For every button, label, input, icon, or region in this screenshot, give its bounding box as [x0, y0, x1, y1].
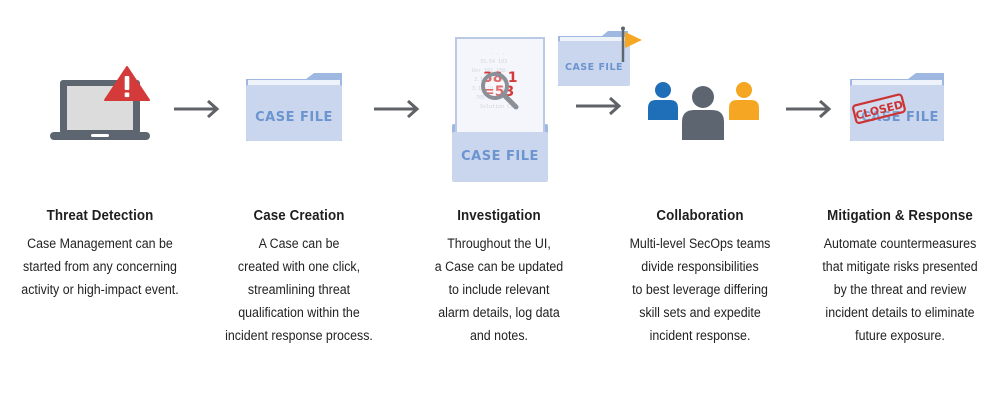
warning-icon — [104, 66, 150, 101]
step-description: Throughout the UI, a Case can be updated… — [407, 232, 591, 347]
step-title: Collaboration — [656, 208, 744, 224]
folder-label: CASE FILE — [861, 110, 939, 125]
arrow-right-icon — [174, 99, 220, 119]
description-line: by the threat and review — [833, 282, 967, 297]
arrow-right-icon — [374, 99, 420, 119]
step-title: Investigation — [457, 208, 541, 224]
description-line: streamlining threat — [247, 282, 351, 297]
description-line: skill sets and expedite — [639, 305, 761, 320]
folder-label: CASE FILE — [565, 62, 623, 73]
description-line: future exposure. — [855, 328, 945, 343]
step-title: Threat Detection — [46, 208, 154, 224]
description-line: that mitigate risks presented — [822, 259, 978, 274]
description-line: incident response. — [649, 328, 751, 343]
folder-label: CASE FILE — [461, 149, 539, 164]
team-users-icon — [648, 82, 759, 140]
svg-text:3.10 10.1 Tr: 3.10 10.1 Tr — [472, 86, 508, 92]
step-description: Automate countermeasures that mitigate r… — [808, 232, 992, 347]
description-line: a Case can be updated — [434, 259, 564, 274]
user-icon — [648, 82, 678, 120]
arrow-right-icon — [576, 96, 622, 116]
svg-text:. . .: . . . — [490, 50, 505, 56]
description-line: started from any concerning — [23, 259, 177, 274]
step-threat-detection: Threat Detection Case Management can be … — [0, 208, 200, 301]
magnifier-icon — [481, 72, 519, 110]
description-line: Throughout the UI, — [447, 236, 551, 251]
document-icon: . . . 33.54 103 Usr 192.168. 3.10 45 192… — [455, 37, 545, 139]
user-icon — [729, 82, 759, 120]
svg-text:3.10 45 192: 3.10 45 192 — [474, 77, 507, 83]
step-description: Case Management can be started from any … — [8, 232, 192, 301]
svg-text:Solution Cli: Solution Cli — [480, 104, 516, 110]
step-case-creation: Case Creation A Case can be created with… — [199, 208, 399, 347]
description-line: to include relevant — [448, 282, 550, 297]
step-title: Mitigation & Response — [827, 208, 973, 224]
description-line: Case Management can be — [27, 236, 173, 251]
svg-text:Usr 192.168.: Usr 192.168. — [472, 68, 508, 74]
description-line: qualification within the — [238, 305, 360, 320]
flag-icon — [621, 26, 642, 62]
closed-case-file-icon: CASE FILE CLOSED — [850, 73, 944, 141]
case-file-investigation-icon: . . . 33.54 103 Usr 192.168. 3.10 45 192… — [452, 37, 548, 182]
flagged-case-file-icon: CASE FILE — [558, 26, 642, 86]
description-line: activity or high-impact event. — [21, 282, 179, 297]
description-line: Automate countermeasures — [823, 236, 977, 251]
description-line: created with one click, — [237, 259, 361, 274]
description-line: Multi-level SecOps teams — [629, 236, 771, 251]
step-title: Case Creation — [253, 208, 345, 224]
step-collaboration: Collaboration Multi-level SecOps teams d… — [600, 208, 800, 347]
user-icon — [682, 86, 724, 140]
description-line: alarm details, log data — [438, 305, 560, 320]
description-line: incident response process. — [225, 328, 373, 343]
step-mitigation-response: Mitigation & Response Automate counterme… — [800, 208, 1000, 347]
folder-label: CASE FILE — [255, 110, 333, 125]
step-investigation: Investigation Throughout the UI, a Case … — [399, 208, 599, 347]
step-description: Multi-level SecOps teams divide responsi… — [608, 232, 792, 347]
description-line: divide responsibilities — [641, 259, 759, 274]
step-description: A Case can be created with one click, st… — [207, 232, 391, 347]
laptop-warning-icon — [50, 66, 150, 140]
svg-text:33.54 103: 33.54 103 — [480, 59, 507, 65]
description-line: A Case can be — [258, 236, 340, 251]
description-line: incident details to eliminate — [825, 305, 975, 320]
arrow-right-icon — [786, 99, 832, 119]
description-line: to best leverage differing — [632, 282, 768, 297]
description-line: and notes. — [469, 328, 529, 343]
case-file-folder-icon: CASE FILE — [246, 73, 342, 141]
